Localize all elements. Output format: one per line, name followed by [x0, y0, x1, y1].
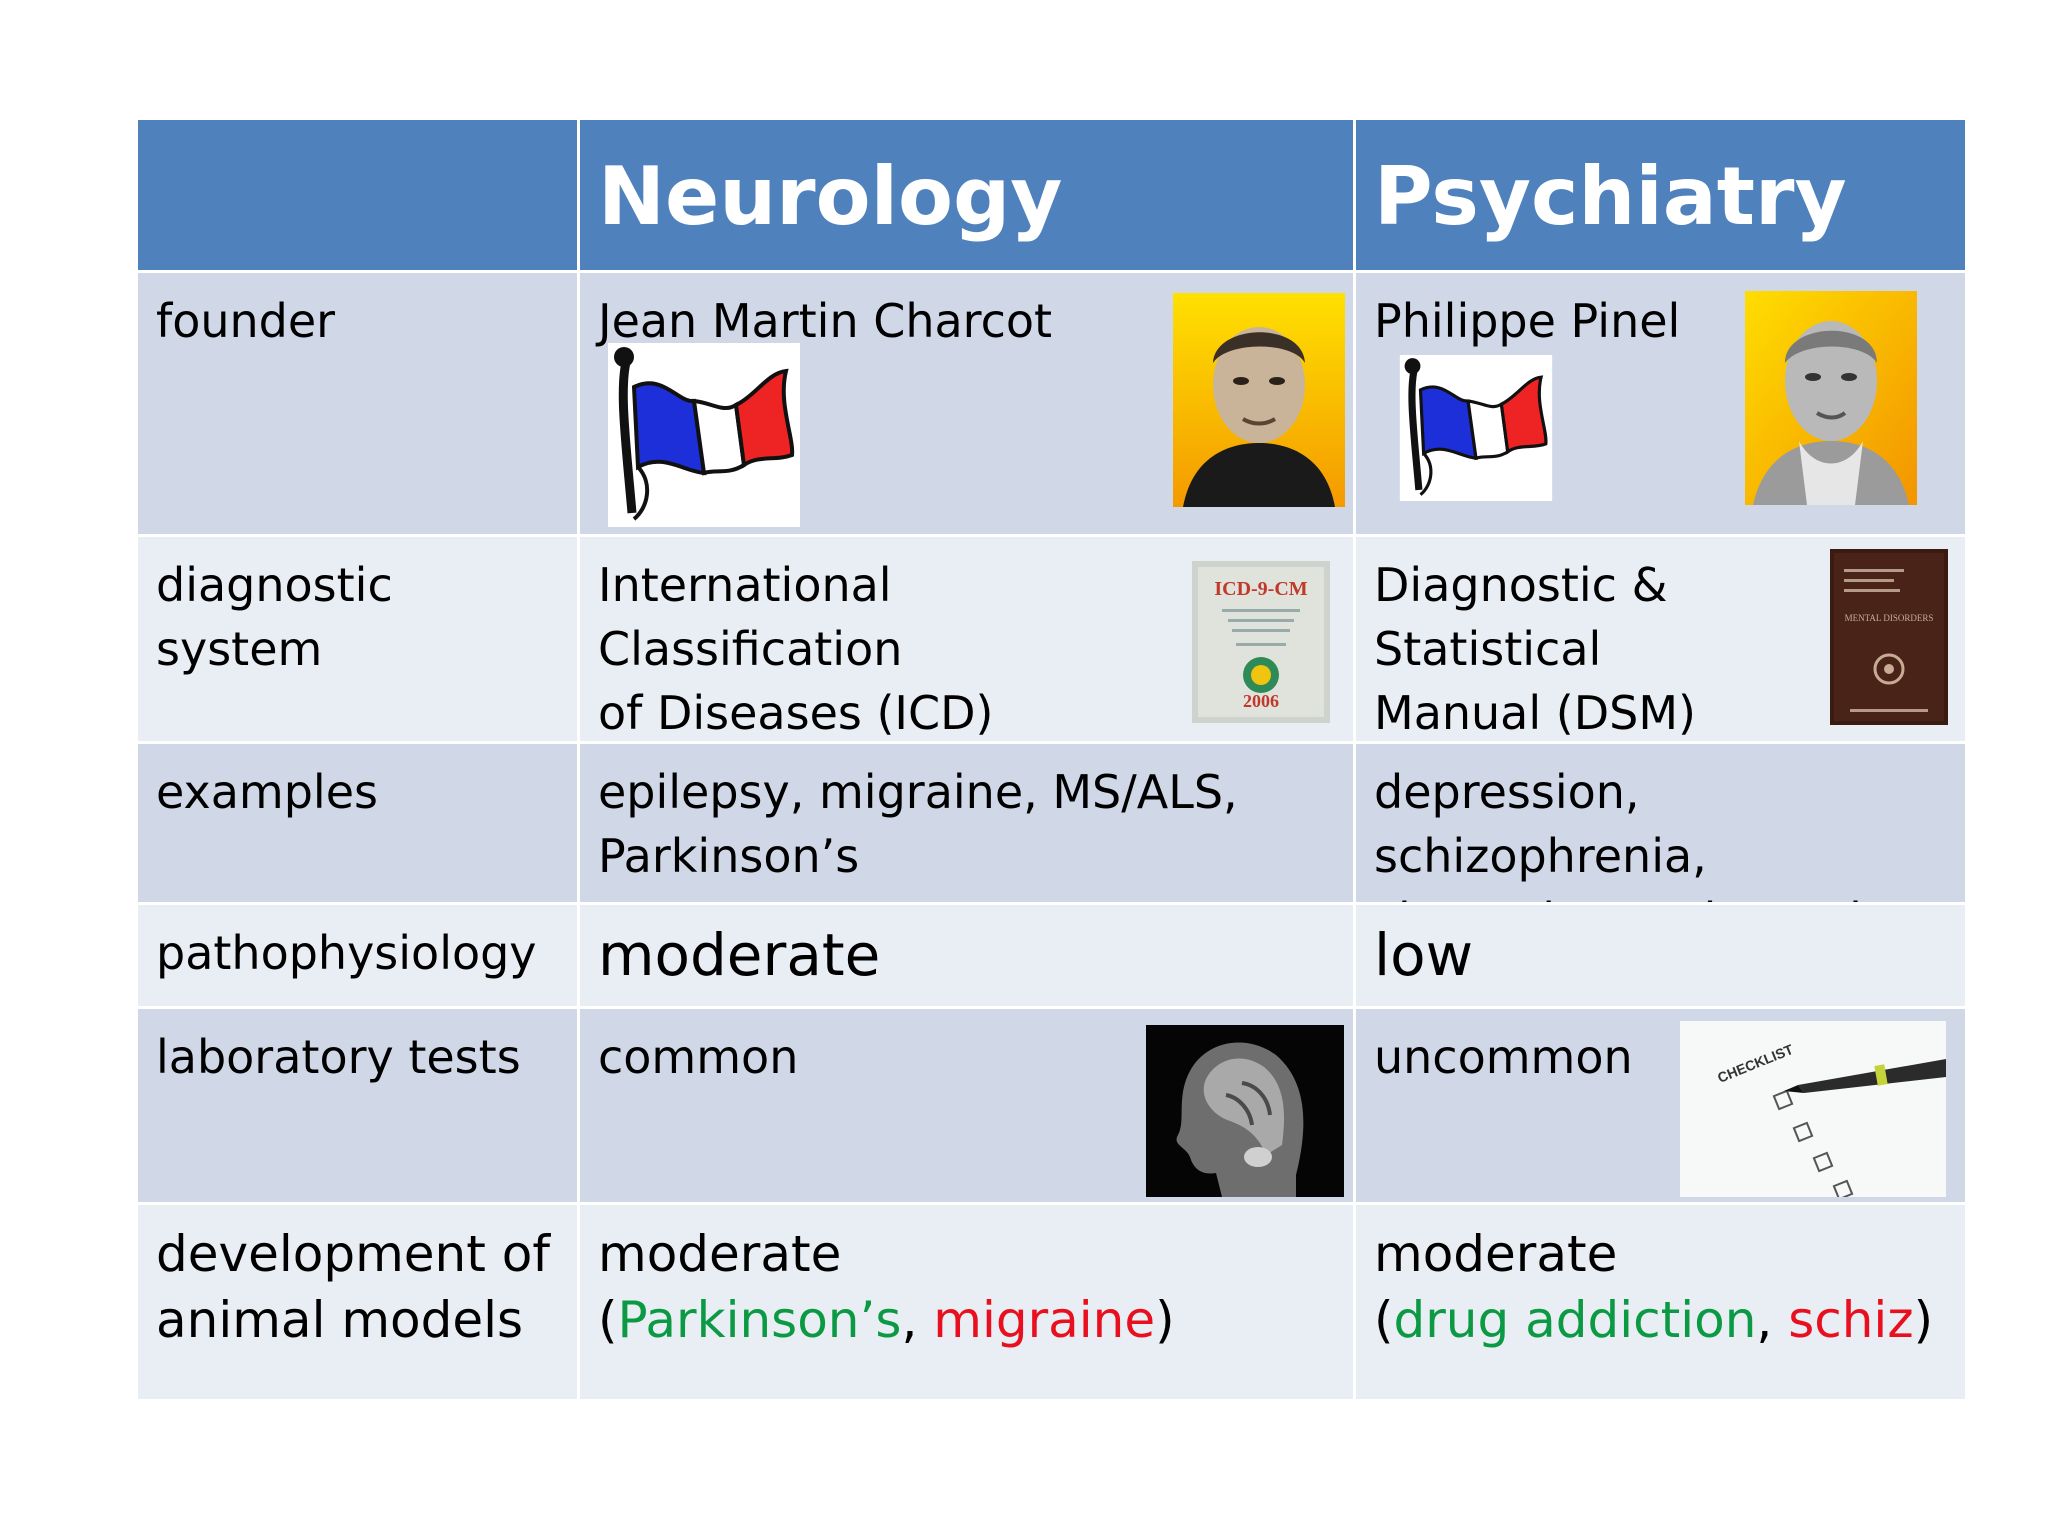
- cell-neurology-examples: epilepsy, migraine, MS/ALS, Parkinson’s: [580, 744, 1356, 905]
- psychiatry-example-green: drug addiction: [1393, 1291, 1757, 1349]
- row-label-diagnostic-system: diagnostic system: [138, 537, 580, 744]
- psychiatry-animal-models-text: moderate (drug addiction, schiz): [1374, 1225, 1934, 1349]
- comparison-table: Neurology Psychiatry founder Jean Martin…: [138, 120, 1965, 1402]
- icd-cover-year: 2006: [1243, 691, 1279, 711]
- cell-neurology-laboratory: common: [580, 1009, 1356, 1205]
- header-neurology: Neurology: [580, 120, 1356, 273]
- header-psychiatry: Psychiatry: [1356, 120, 1965, 273]
- cell-neurology-animal-models: moderate (Parkinson’s, migraine): [580, 1205, 1356, 1402]
- cell-psychiatry-animal-models: moderate (drug addiction, schiz): [1356, 1205, 1965, 1402]
- cell-neurology-pathophysiology: moderate: [580, 905, 1356, 1009]
- row-label-pathophysiology: pathophysiology: [138, 905, 580, 1009]
- row-label-examples: examples: [138, 744, 580, 905]
- founder-neurology-name: Jean Martin Charcot: [598, 294, 1053, 348]
- row-label-laboratory-tests: laboratory tests: [138, 1009, 580, 1205]
- mri-brain-scan-image: [1146, 1025, 1344, 1197]
- neurology-example-red: migraine: [933, 1291, 1156, 1349]
- cell-psychiatry-diagnostic: Diagnostic & Statistical Manual (DSM) ME…: [1356, 537, 1965, 744]
- cell-psychiatry-laboratory: uncommon CHECKLIST: [1356, 1009, 1965, 1205]
- icd-cover-title: ICD-9-CM: [1214, 578, 1307, 600]
- neurology-example-green: Parkinson’s: [617, 1291, 902, 1349]
- dsm-book-cover-image: MENTAL DISORDERS: [1830, 549, 1948, 725]
- cell-psychiatry-founder: Philippe Pinel: [1356, 273, 1965, 537]
- founder-psychiatry-name: Philippe Pinel: [1374, 294, 1681, 348]
- neurology-animal-models-text: moderate (Parkinson’s, migraine): [598, 1225, 1175, 1349]
- french-flag-icon: [608, 343, 800, 527]
- cell-psychiatry-examples: depression, schizophrenia, sleep, dement…: [1356, 744, 1965, 905]
- french-flag-icon: [1398, 355, 1554, 501]
- pinel-portrait-image: [1745, 291, 1917, 505]
- cell-neurology-diagnostic: International Classification of Diseases…: [580, 537, 1356, 744]
- charcot-portrait-image: [1173, 293, 1345, 507]
- dsm-cover-title: MENTAL DISORDERS: [1845, 613, 1934, 623]
- cell-neurology-founder: Jean Martin Charcot: [580, 273, 1356, 537]
- psychiatry-example-red: schiz: [1788, 1291, 1914, 1349]
- icd-book-cover-image: ICD-9-CM 2006: [1192, 561, 1330, 723]
- checklist-image: CHECKLIST: [1680, 1021, 1946, 1197]
- row-label-founder: founder: [138, 273, 580, 537]
- cell-psychiatry-pathophysiology: low: [1356, 905, 1965, 1009]
- row-label-animal-models: development of animal models: [138, 1205, 580, 1402]
- header-empty-cell: [138, 120, 580, 273]
